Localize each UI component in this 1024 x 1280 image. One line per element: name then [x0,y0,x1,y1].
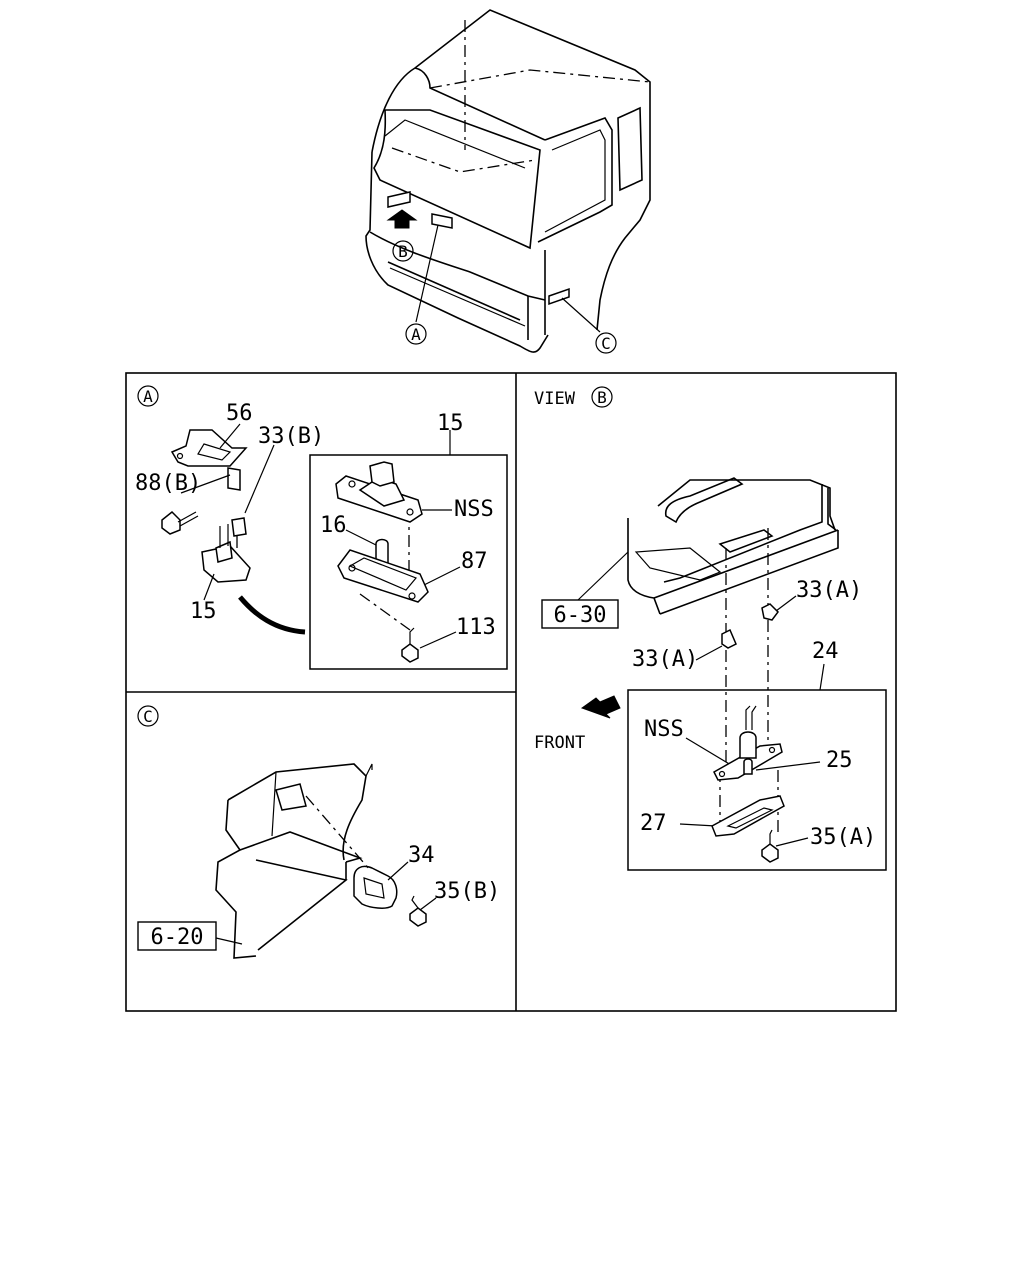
svg-text:A: A [411,325,421,344]
view-c-leaders [215,795,437,945]
view-b-marker: B [591,386,613,408]
roof-edge-drawing [627,477,839,615]
svg-text:B: B [597,388,607,407]
label-56: 56 [226,401,253,426]
cab-marker-a: A [405,323,427,345]
label-33a-lower: 33(A) [632,647,698,672]
label-33a-upper: 33(A) [796,578,862,603]
label-35b: 35(B) [434,879,500,904]
label-front: FRONT [534,733,585,753]
svg-text:C: C [601,334,611,353]
label-nss-b: NSS [644,717,684,742]
view-a-marker: A [137,385,159,407]
clip-33a-upper-drawing [761,603,779,621]
assembly-24-box [627,689,887,871]
ref-6-20-box [137,921,217,951]
truck-cab-drawing [365,9,651,353]
ref-6-30-box [541,599,619,629]
label-88b: 88(B) [135,471,201,496]
label-113: 113 [456,615,496,640]
label-87: 87 [461,549,488,574]
bracket-56-drawing [170,429,248,491]
step-panel-drawing [215,763,373,959]
svg-text:B: B [398,242,408,261]
cab-marker-b: B [392,240,414,262]
label-35a: 35(A) [810,825,876,850]
lamp-25-drawing [713,705,783,781]
label-24: 24 [812,639,839,664]
screw-35a-drawing [761,829,779,863]
screw-113-drawing [401,627,419,663]
label-15-box: 15 [437,411,464,436]
view-c-marker: C [137,705,159,727]
lamp-15-left-drawing [201,524,251,583]
label-nss-a: NSS [454,497,494,522]
view-b-leaders [577,528,825,847]
bolt-88b-drawing [161,510,199,535]
label-25: 25 [826,748,853,773]
svg-text:C: C [143,707,153,726]
label-15-left: 15 [190,599,217,624]
bulb-16-drawing [375,538,389,565]
front-arrow-icon [580,695,621,719]
gasket-27-drawing [711,795,785,837]
lamp-lens-drawing [335,461,423,523]
nut-33b-drawing [231,517,247,537]
assembly-15-box [309,454,508,670]
label-27: 27 [640,811,667,836]
cab-marker-c: C [595,332,617,354]
label-33b: 33(B) [258,424,324,449]
screw-35b-drawing [409,895,427,927]
label-ref-6-30: 6-30 [554,603,607,628]
label-16: 16 [320,513,347,538]
label-34: 34 [408,843,435,868]
clip-33a-lower-drawing [721,628,737,649]
housing-87-drawing [337,549,429,603]
label-ref-6-20: 6-20 [151,925,204,950]
view-b-title: VIEW [534,389,576,409]
svg-text:A: A [143,387,153,406]
lamp-34-drawing [353,865,398,909]
connection-arrow [238,595,306,635]
